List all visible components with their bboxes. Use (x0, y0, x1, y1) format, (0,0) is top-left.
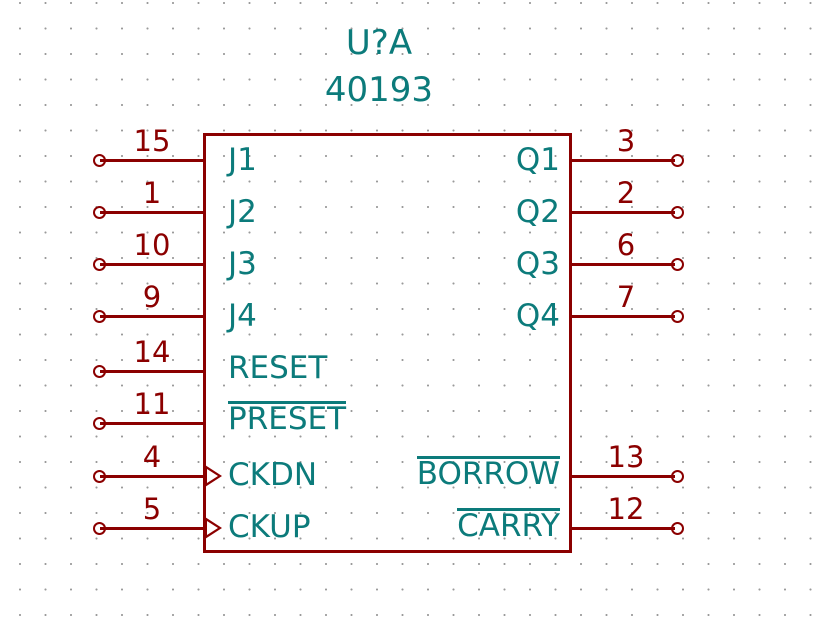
component-value-label[interactable]: 40193 (324, 70, 434, 110)
pin-wire-15[interactable] (100, 159, 205, 162)
pin-name-preset-text: PRESET (228, 401, 347, 437)
pin-endpoint-6[interactable] (671, 258, 684, 271)
pin-endpoint-3[interactable] (671, 154, 684, 167)
pin-endpoint-2[interactable] (671, 206, 684, 219)
pin-name-j4: J4 (228, 298, 257, 334)
pin-name-q4: Q4 (515, 298, 560, 334)
clock-triangle-icon-ckup (205, 517, 222, 539)
pin-number-3: 3 (616, 124, 636, 158)
pin-name-carry-text: CARRY (457, 508, 560, 544)
pin-name-carry: CARRY (330, 508, 560, 542)
pin-wire-1[interactable] (100, 211, 205, 214)
pin-number-12: 12 (607, 492, 645, 526)
pin-number-4: 4 (142, 440, 162, 474)
pin-number-5: 5 (142, 492, 162, 526)
pin-name-q2: Q2 (515, 194, 560, 230)
pin-wire-9[interactable] (100, 315, 205, 318)
pin-wire-4[interactable] (100, 475, 205, 478)
pin-number-14: 14 (133, 335, 171, 369)
pin-name-ckup: CKUP (228, 509, 311, 545)
pin-endpoint-12[interactable] (671, 522, 684, 535)
pin-number-13: 13 (607, 440, 645, 474)
pin-wire-7[interactable] (570, 315, 675, 318)
pin-wire-13[interactable] (570, 475, 675, 478)
pin-endpoint-7[interactable] (671, 310, 684, 323)
pin-number-6: 6 (616, 228, 636, 262)
pin-wire-2[interactable] (570, 211, 675, 214)
pin-name-preset: PRESET (228, 401, 347, 437)
pin-wire-10[interactable] (100, 263, 205, 266)
pin-name-q3: Q3 (515, 246, 560, 282)
pin-number-9: 9 (142, 280, 162, 314)
pin-name-ckdn: CKDN (228, 457, 318, 493)
pin-name-borrow: BORROW (330, 456, 561, 492)
pin-number-15: 15 (133, 124, 171, 158)
pin-name-j3: J3 (228, 246, 257, 282)
pin-number-10: 10 (133, 228, 171, 262)
clock-triangle-icon-ckdn (205, 465, 222, 487)
pin-wire-14[interactable] (100, 370, 205, 373)
pin-endpoint-13[interactable] (671, 470, 684, 483)
pin-name-j1: J1 (228, 142, 257, 178)
pin-wire-5[interactable] (100, 527, 205, 530)
pin-wire-6[interactable] (570, 263, 675, 266)
pin-number-11: 11 (133, 387, 171, 421)
pin-wire-11[interactable] (100, 422, 205, 425)
pin-number-7: 7 (616, 280, 636, 314)
component-body-outline[interactable] (203, 133, 572, 553)
pin-wire-3[interactable] (570, 159, 675, 162)
pin-name-borrow-text: BORROW (416, 456, 561, 492)
component-reference-label[interactable]: U?A (345, 23, 413, 63)
pin-wire-12[interactable] (570, 527, 675, 530)
pin-number-1: 1 (142, 176, 162, 210)
pin-name-q1: Q1 (515, 142, 560, 178)
pin-number-2: 2 (616, 176, 636, 210)
pin-name-reset: RESET (228, 350, 328, 386)
pin-name-j2: J2 (228, 194, 257, 230)
